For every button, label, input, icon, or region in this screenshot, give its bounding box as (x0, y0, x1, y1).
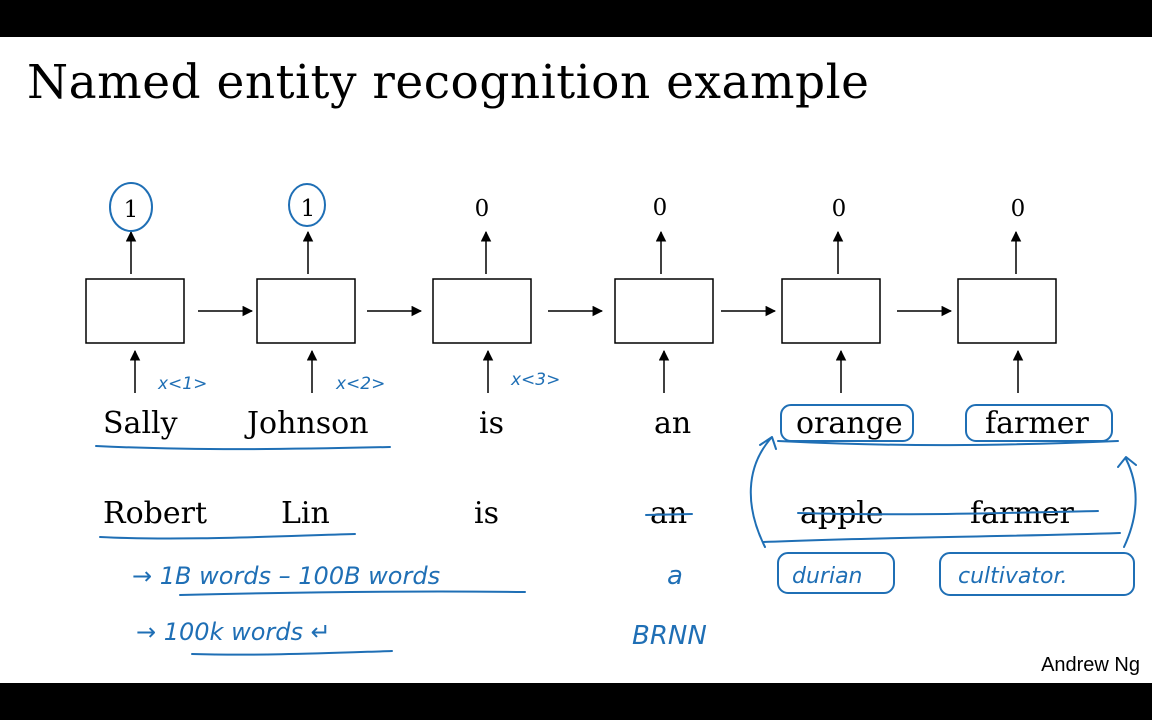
note-100k-words: → 100k words ↵ (136, 618, 331, 646)
input-label-3: x<3> (510, 370, 560, 390)
word-is-2: is (474, 496, 499, 531)
note-data-range: → 1B words – 100B words (132, 562, 440, 590)
input-label-2: x<2> (335, 374, 385, 394)
rnn-cell-2 (256, 278, 356, 344)
note-durian: durian (792, 564, 863, 589)
underline-sally-johnson (95, 445, 391, 451)
rnn-cell-3 (432, 278, 532, 344)
bracket-left (749, 436, 777, 548)
box-orange (780, 404, 914, 442)
note-brnn: BRNN (632, 621, 707, 651)
output-label-6: 0 (1011, 196, 1026, 222)
underline-100k-words (191, 650, 393, 656)
rnn-cell-4 (614, 278, 714, 344)
word-lin: Lin (281, 496, 330, 531)
note-a: a (667, 561, 683, 591)
box-farmer (965, 404, 1113, 442)
circle-annotation-1 (109, 182, 153, 232)
output-label-3: 0 (475, 196, 490, 222)
rnn-cell-6 (957, 278, 1057, 344)
box-cultivator (939, 552, 1135, 596)
output-label-2: 1 (301, 196, 316, 222)
word-robert: Robert (103, 496, 207, 531)
output-label-4: 0 (653, 195, 668, 221)
word-farmer-1: farmer (985, 406, 1090, 441)
author-credit: Andrew Ng (1041, 654, 1140, 676)
output-label-1: 1 (124, 197, 139, 223)
underline-data-range (179, 590, 526, 596)
word-an-1: an (654, 406, 691, 441)
underline-robert-lin (99, 533, 356, 540)
rnn-cell-5 (781, 278, 881, 344)
bracket-right (1117, 456, 1137, 548)
slide-title: Named entity recognition example (27, 55, 870, 110)
strike-an (645, 513, 693, 516)
rnn-cell-1 (85, 278, 185, 344)
rnn-diagram: 1 1 0 0 0 0 x<1> x<2> x<3> Sally Johnson… (85, 182, 1137, 656)
note-cultivator: cultivator. (958, 564, 1068, 589)
strike-apple-farmer (797, 510, 1099, 516)
underline-apple-farmer (762, 532, 1121, 543)
circle-annotation-2 (288, 183, 326, 227)
word-sally: Sally (103, 406, 178, 441)
output-label-5: 0 (832, 196, 847, 222)
word-orange: orange (796, 406, 903, 441)
slide: Named entity recognition example (0, 37, 1152, 683)
box-durian (777, 552, 895, 594)
word-is-1: is (479, 406, 504, 441)
word-johnson: Johnson (244, 406, 369, 441)
underline-orange-farmer (777, 440, 1119, 447)
input-label-1: x<1> (157, 374, 207, 394)
